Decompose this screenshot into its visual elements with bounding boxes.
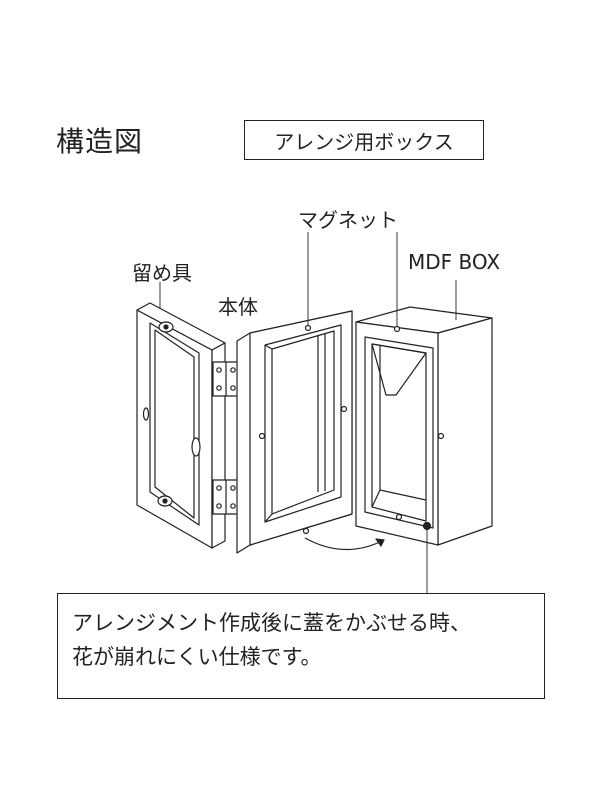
product-label-box: アレンジ用ボックス: [244, 120, 484, 160]
callout-line-2: 花が崩れにくい仕様です。: [72, 645, 322, 669]
magnet-dots-body: [258, 324, 348, 535]
hinge-top: [212, 361, 240, 397]
leader-lines: [159, 232, 457, 593]
fastener-top: [158, 321, 174, 333]
fastener-side: [142, 407, 201, 457]
magnet-label: マグネット: [298, 208, 398, 232]
hinge-bottom: [212, 479, 240, 515]
body-label: 本体: [218, 295, 258, 319]
fastener-bottom: [157, 495, 173, 507]
mdf-box-label: MDF BOX: [408, 250, 501, 274]
lid-panel: [136, 302, 226, 549]
callout-box: アレンジメント作成後に蓋をかぶせる時、 花が崩れにくい仕様です。: [57, 593, 545, 699]
callout-line-1: アレンジメント作成後に蓋をかぶせる時、: [72, 611, 471, 635]
mdf-box: [355, 306, 493, 546]
page-title: 構造図: [56, 125, 144, 158]
rotation-arrow: [304, 537, 385, 551]
body-frame: [236, 310, 353, 554]
fastener-label: 留め具: [132, 261, 192, 285]
